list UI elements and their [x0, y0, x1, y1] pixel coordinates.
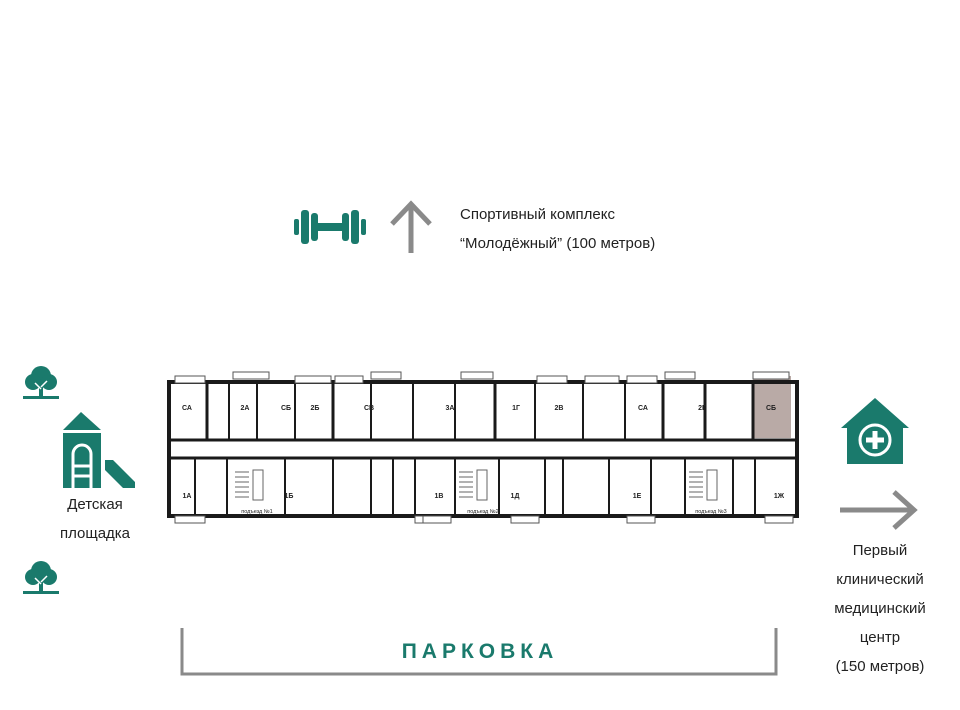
arrow-up-icon [390, 200, 432, 253]
balcony [174, 515, 206, 524]
entrance-label: подъезд №2 [467, 509, 498, 515]
tree-icon [23, 366, 59, 399]
unit-label: 1Г [512, 405, 520, 412]
parking-label: ПАРКОВКА [401, 640, 559, 663]
tree-icon [23, 561, 59, 594]
unit-label: СБ [766, 405, 776, 412]
medical-line1: Первый [852, 542, 908, 559]
stair-well [476, 469, 488, 501]
balcony [510, 515, 540, 524]
unit-label: 2Г [698, 405, 706, 412]
unit-label: 1Д [511, 493, 520, 500]
balcony [626, 375, 658, 384]
medical-line2: клинический [836, 571, 924, 588]
arrow-right-icon [840, 490, 918, 530]
entrance-label: подъезд №3 [695, 509, 726, 515]
stair-well [706, 469, 718, 501]
balcony [370, 371, 402, 380]
balcony [536, 375, 568, 384]
playground-label: Детская площадка [40, 490, 150, 548]
unit-label: 2В [555, 405, 564, 412]
sport-complex-label: Спортивный комплекс “Молодёжный” (100 ме… [460, 200, 655, 258]
medical-line3: медицинский [834, 600, 926, 617]
entrance-label: подъезд №1 [241, 509, 272, 515]
playground-slide-icon [63, 412, 135, 488]
sport-line2: “Молодёжный” (100 метров) [460, 235, 656, 252]
playground-line1: Детская [67, 496, 123, 513]
unit-label: СА [182, 405, 192, 412]
balcony [334, 375, 364, 384]
balcony [174, 375, 206, 384]
playground-line2: площадка [59, 525, 131, 542]
medical-line5: (150 метров) [835, 658, 925, 675]
parking-bracket [180, 628, 778, 676]
medical-line4: центр [859, 629, 901, 646]
highlighted-unit [753, 376, 791, 438]
unit-label: 1В [435, 493, 444, 500]
unit-label: 1Е [633, 493, 642, 500]
unit-label: 1А [183, 493, 192, 500]
unit-label: 3А [446, 405, 455, 412]
balcony [664, 371, 696, 380]
sport-line1: Спортивный комплекс [460, 206, 615, 223]
balcony [294, 375, 332, 384]
unit-label: 1Ж [774, 493, 785, 500]
balcony [460, 371, 494, 380]
unit-label: СВ [364, 405, 374, 412]
balcony [752, 371, 790, 380]
unit-label: 2А [241, 405, 250, 412]
unit-label: СА [638, 405, 648, 412]
balcony [764, 515, 794, 524]
unit-label: СБ [281, 405, 291, 412]
balcony [626, 515, 656, 524]
balcony [232, 371, 270, 380]
unit-label: 1Б [285, 493, 294, 500]
stair-well [252, 469, 264, 501]
dumbbell-icon [294, 210, 366, 244]
unit-label: 2Б [311, 405, 320, 412]
balcony [422, 515, 452, 524]
floor-plan: СА 2А СБ 2Б СВ 3А 1Г 2В СА 2Г СБ 1А 1Б 1В 1Д 1Е 1Ж подъез… [167, 371, 799, 524]
medical-center-label: Первый клинический медицинский центр (15… [810, 536, 950, 681]
balcony [584, 375, 620, 384]
outer-wall [167, 380, 799, 518]
medical-house-icon [841, 398, 909, 464]
